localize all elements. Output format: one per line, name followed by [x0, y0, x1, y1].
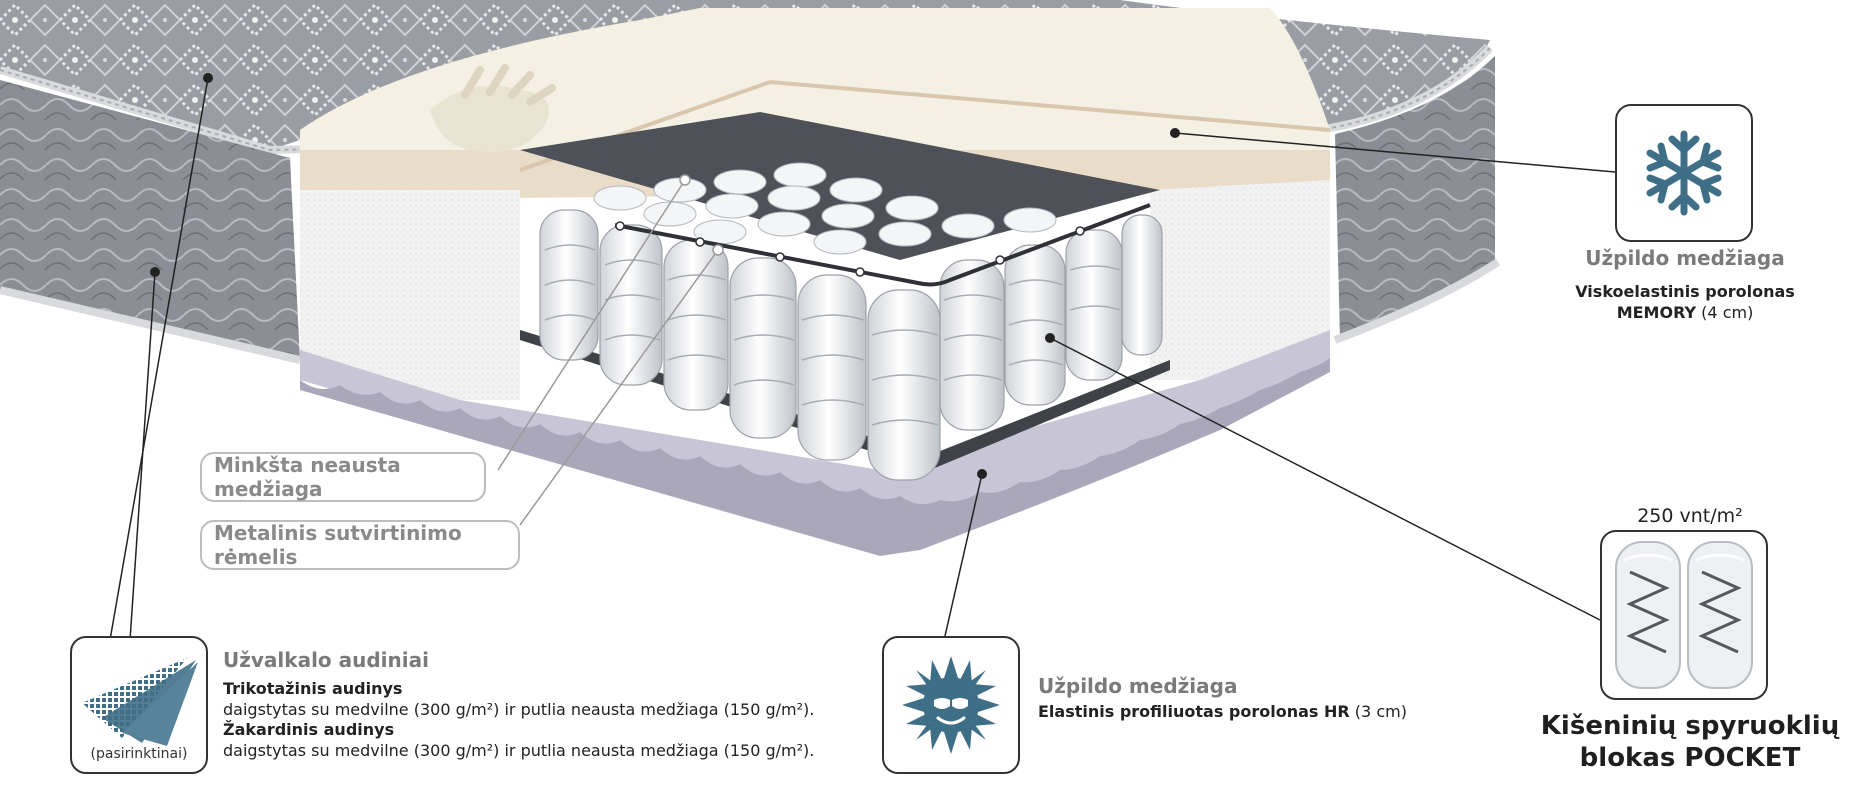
cover-heading: Užvalkalo audiniai: [223, 648, 429, 672]
label-metal-frame-text: Metalinis sutvirtinimo rėmelis: [214, 521, 462, 569]
snowflake-icon: [1646, 130, 1722, 216]
cover-knit-title: Trikotažinis audinys: [223, 679, 403, 698]
cover-icon-box: (pasirinktinai): [70, 636, 208, 774]
memory-line2-bold: MEMORY: [1616, 303, 1697, 322]
fabric-layers-icon: [82, 658, 198, 746]
hr-icon-box: [882, 636, 1020, 774]
hr-heading: Užpildo medžiaga: [1038, 674, 1238, 698]
sun-icon: [902, 656, 1000, 754]
pocket-springs-icon: [1615, 541, 1753, 689]
memory-line2: MEMORY (4 cm): [1540, 302, 1830, 323]
pocket-title: Kišeninių spyruoklių blokas POCKET: [1540, 710, 1840, 774]
hr-line-rest: (3 cm): [1349, 702, 1407, 721]
hr-line: Elastinis profiliuotas porolonas HR (3 c…: [1038, 701, 1407, 722]
cover-jacquard-desc: daigstytas su medvilne (300 g/m²) ir put…: [223, 741, 815, 760]
pocket-title-line2: blokas POCKET: [1579, 743, 1801, 773]
cover-jacquard-title: Žakardinis audinys: [223, 720, 395, 739]
memory-heading: Užpildo medžiaga: [1585, 246, 1785, 270]
label-metal-frame: Metalinis sutvirtinimo rėmelis: [200, 520, 520, 570]
hr-line-bold: Elastinis profiliuotas porolonas HR: [1038, 702, 1350, 721]
pocket-icon-box: [1600, 530, 1768, 700]
pocket-title-line1: Kišeninių spyruoklių: [1540, 711, 1840, 741]
cover-optional: (pasirinktinai): [90, 746, 188, 762]
label-soft-nonwoven-text: Minkšta neausta medžiaga: [214, 453, 401, 501]
memory-line1: Viskoelastinis porolonas: [1575, 282, 1795, 301]
pocket-density: 250 vnt/m²: [1637, 505, 1743, 527]
label-soft-nonwoven: Minkšta neausta medžiaga: [200, 452, 486, 502]
cover-knit-desc: daigstytas su medvilne (300 g/m²) ir put…: [223, 700, 815, 719]
memory-icon-box: [1615, 104, 1753, 242]
memory-line2-rest: (4 cm): [1696, 303, 1754, 322]
